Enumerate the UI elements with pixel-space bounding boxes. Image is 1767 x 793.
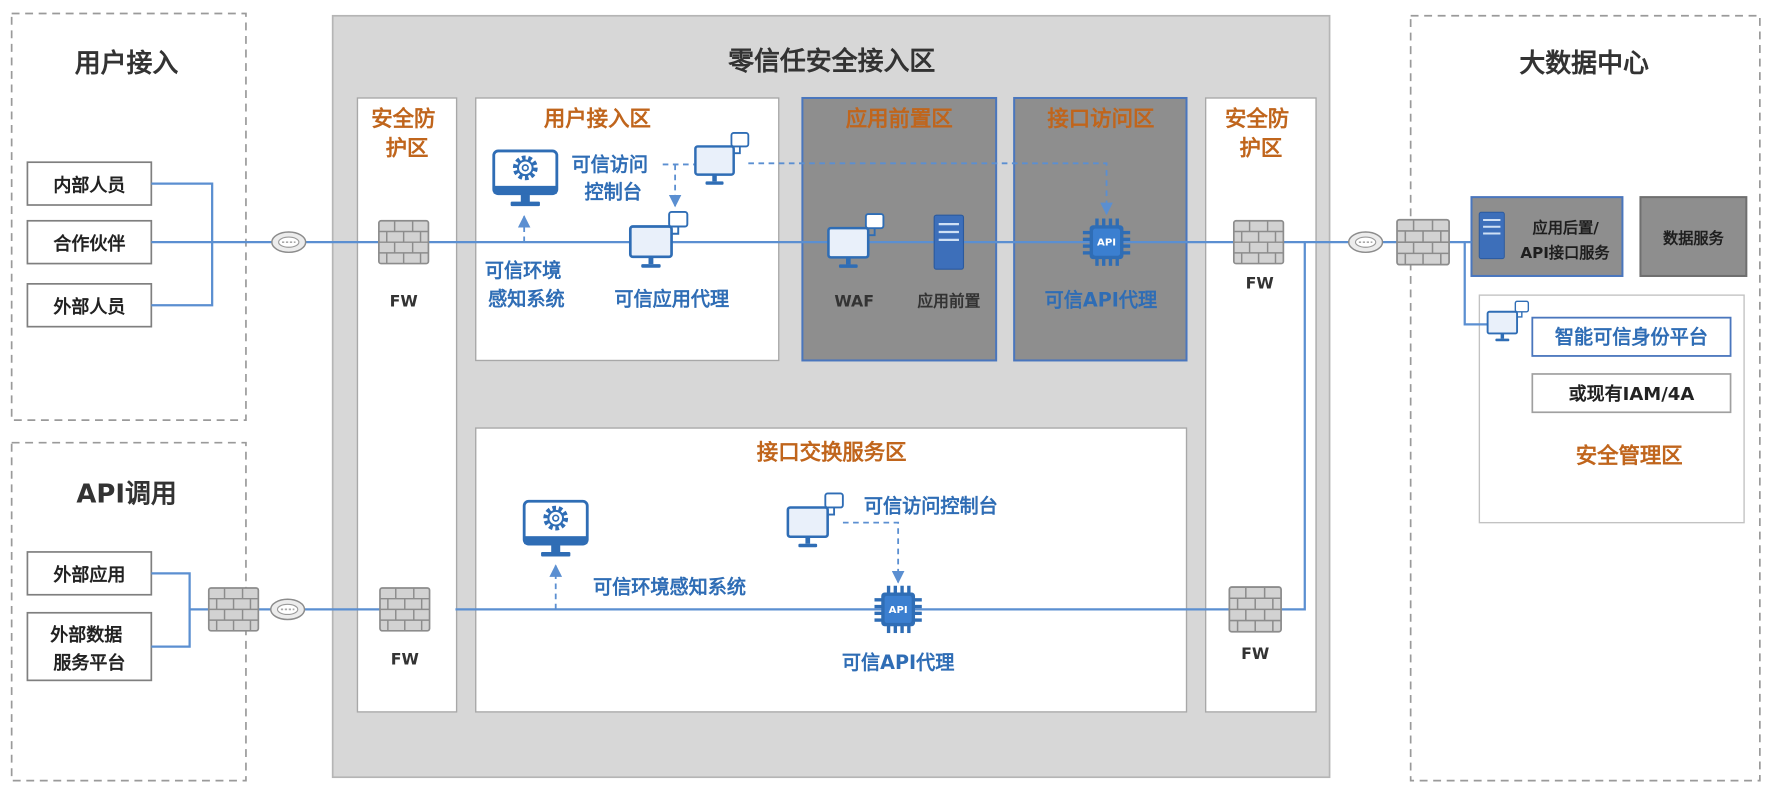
partner-label: 合作伙伴 (53, 233, 125, 255)
firewall-icon (1232, 219, 1285, 265)
waf-label: WAF (834, 291, 874, 310)
iam-box (1531, 373, 1732, 414)
api-chip-label: API (889, 605, 908, 616)
icons: FW FW 可信访问 控制台 可信环境 感知系统 可信应用代理 WAF 应用前置… (207, 131, 1530, 674)
encrypted-tunnel-icon (269, 598, 306, 621)
user-zone-title: 用户接入区 (544, 106, 651, 132)
user-access-zone: 用户接入 内部人员 合作伙伴 外部人员 (10, 12, 247, 421)
trusted-console-line-1: 可信访问 (572, 153, 649, 176)
exchange-env-sense-label: 可信环境感知系统 (593, 576, 746, 599)
external-data-platform-line-2: 服务平台 (53, 652, 125, 674)
zero-trust-zone: 零信任安全接入区 安全防 护区 安全防 护区 用户接入区 应用前置区 接口访问区… (331, 14, 1331, 779)
security-management-title: 安全管理区 (1576, 443, 1683, 469)
zero-trust-title: 零信任安全接入区 (728, 46, 935, 77)
console-arrow-lower (842, 521, 905, 584)
partner-box (26, 219, 153, 265)
external-staff-box (26, 283, 153, 328)
external-data-platform-line-1: 外部数据 (50, 624, 122, 646)
api-call-zone: API调用 外部应用 外部数据 服务平台 (10, 441, 247, 782)
backend-service-line-2: API接口服务 (1520, 244, 1610, 262)
user-zone-box (475, 97, 780, 362)
left-guard-title-line-2: 护区 (386, 136, 429, 161)
console-to-api-arrow (748, 162, 1113, 216)
firewall-icon (379, 587, 431, 632)
iam-label: 或现有IAM/4A (1569, 383, 1695, 405)
exchange-console-label: 可信访问控制台 (864, 495, 998, 518)
external-staff-label: 外部人员 (53, 296, 125, 318)
fw-label: FW (391, 650, 419, 669)
firewall-icon (1396, 218, 1450, 266)
right-guard-vertical-connector (1280, 242, 1306, 611)
trusted-console-label: 可信访问 控制台 (572, 153, 655, 203)
user-access-title: 用户接入 (75, 48, 179, 79)
api-chip-label: API (1097, 238, 1116, 249)
identity-platform-label: 智能可信身份平台 (1555, 326, 1708, 349)
user-access-frame (10, 12, 247, 421)
security-zone-connector (1463, 242, 1490, 326)
firewall-icon (377, 219, 430, 265)
data-service-label: 数据服务 (1663, 229, 1725, 247)
left-guard-title-line-1: 安全防 (371, 106, 435, 132)
trusted-console-line-2: 控制台 (584, 180, 641, 203)
external-app-box (26, 551, 153, 596)
trusted-app-proxy-label: 可信应用代理 (614, 287, 729, 310)
backend-service-label: 应用后置/ API接口服务 (1520, 219, 1610, 262)
identity-platform-box (1531, 316, 1732, 357)
external-app-label: 外部应用 (53, 564, 125, 586)
server-icon (933, 214, 965, 271)
exchange-zone-title: 接口交换服务区 (757, 440, 907, 466)
firewall-icon (207, 587, 260, 632)
backend-service-line-1: 应用后置/ (1533, 219, 1600, 237)
data-service-box (1639, 196, 1748, 277)
trusted-api-proxy-label: 可信API代理 (1045, 288, 1157, 311)
fw-label: FW (1241, 644, 1269, 663)
env-sense-label: 可信环境 感知系统 (485, 259, 568, 310)
big-data-zone: 大数据中心 应用后置/ API接口服务 数据服务 智能可信身份平台 或现有IAM… (1409, 14, 1761, 782)
server-icon (1478, 211, 1506, 260)
internal-staff-label: 内部人员 (53, 174, 125, 196)
right-guard-title-line-1: 安全防 (1225, 106, 1289, 132)
api-access-zone-title: 接口访问区 (1047, 106, 1154, 132)
right-guard-title: 安全防 护区 (1225, 106, 1297, 161)
app-front-zone-title: 应用前置区 (846, 106, 953, 132)
app-front-label: 应用前置 (917, 291, 980, 310)
exchange-api-proxy-label: 可信API代理 (842, 651, 954, 674)
left-guard-title: 安全防 护区 (371, 106, 443, 161)
exchange-zone-box (475, 427, 1188, 713)
user-merge-connector (151, 182, 214, 307)
external-data-platform-label: 外部数据 服务平台 (50, 624, 128, 674)
encrypted-tunnel-icon (1347, 231, 1384, 254)
firewall-icon (1228, 586, 1282, 633)
env-sense-line-2: 感知系统 (488, 287, 565, 310)
encrypted-tunnel-icon (271, 231, 307, 254)
big-data-title: 大数据中心 (1519, 49, 1649, 79)
fw-label: FW (1246, 273, 1274, 292)
right-guard-title-line-2: 护区 (1239, 136, 1282, 161)
env-sense-line-1: 可信环境 (485, 259, 561, 282)
api-call-frame (10, 441, 247, 782)
external-data-platform-box (26, 611, 153, 682)
fw-label: FW (390, 291, 418, 310)
api-call-title: API调用 (76, 479, 176, 509)
